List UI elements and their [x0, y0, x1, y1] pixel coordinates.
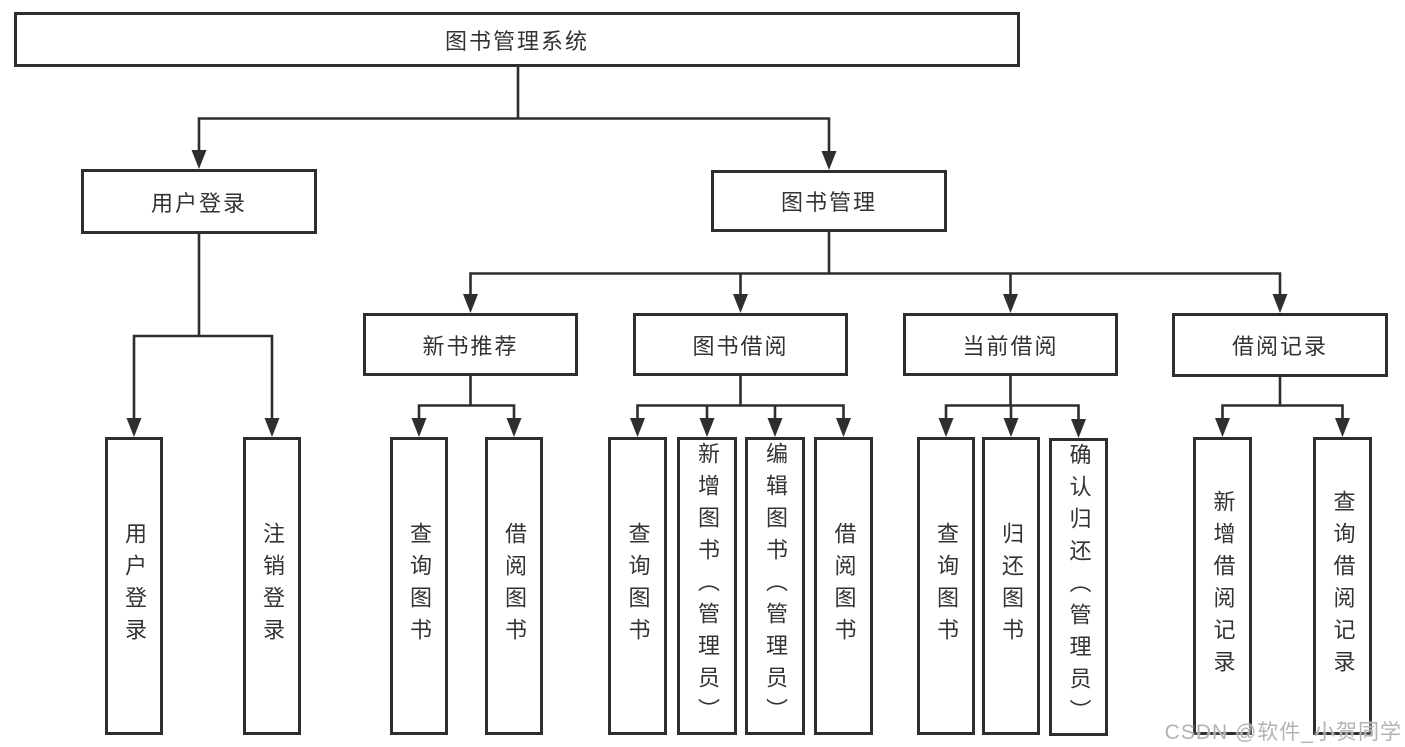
- arrowhead: [1003, 418, 1019, 437]
- node-label: 归还图书: [999, 522, 1024, 650]
- node-library-management-system: 图书管理系统: [14, 12, 1020, 67]
- arrowhead: [1003, 294, 1018, 313]
- node-current-borrowing: 当前借阅: [903, 313, 1118, 376]
- arrowhead: [821, 151, 837, 170]
- node-label: 借阅记录: [1231, 334, 1328, 359]
- arrowhead: [411, 418, 427, 437]
- arrowheads: [126, 150, 1350, 438]
- node-label: 确认归还（管理员）: [1066, 443, 1092, 731]
- node-borrowing-records: 借阅记录: [1172, 313, 1388, 377]
- arrowhead: [938, 418, 954, 437]
- node-book-borrowing: 图书借阅: [633, 313, 848, 376]
- node-label: 查询图书: [625, 522, 651, 650]
- node-user-login: 用户登录: [81, 169, 317, 234]
- node-borrow-books-leaf: 借阅图书: [814, 437, 873, 735]
- node-label: 新增图书（管理员）: [695, 442, 720, 730]
- node-query-books-current: 查询图书: [917, 437, 975, 735]
- node-label: 注销登录: [260, 522, 285, 650]
- node-query-books-recommend: 查询图书: [390, 437, 448, 735]
- node-add-book-admin: 新增图书（管理员）: [677, 437, 737, 735]
- arrowhead: [1272, 294, 1288, 313]
- arrowhead: [1215, 418, 1230, 437]
- node-label: 编辑图书（管理员）: [763, 442, 788, 730]
- node-user-login-leaf: 用户登录: [105, 437, 163, 735]
- node-new-book-recommend: 新书推荐: [363, 313, 578, 376]
- node-logout: 注销登录: [243, 437, 301, 735]
- node-label: 查询图书: [934, 522, 959, 650]
- arrowhead: [699, 418, 715, 437]
- node-label: 当前借阅: [962, 333, 1059, 359]
- arrowhead: [630, 418, 645, 437]
- node-query-books-borrow: 查询图书: [608, 437, 667, 735]
- node-edit-book-admin: 编辑图书（管理员）: [745, 437, 805, 735]
- node-label: 用户登录: [150, 190, 247, 216]
- watermark: CSDN @软件_小贺同学: [1164, 721, 1402, 744]
- node-book-management: 图书管理: [711, 170, 947, 232]
- node-add-borrow-record: 新增借阅记录: [1193, 437, 1252, 735]
- arrowhead: [191, 150, 207, 169]
- arrowhead: [463, 294, 478, 313]
- node-label: 新书推荐: [422, 333, 519, 359]
- node-return-book: 归还图书: [982, 437, 1040, 735]
- node-label: 图书管理: [780, 190, 877, 215]
- node-label: 图书借阅: [692, 333, 789, 359]
- node-label: 借阅图书: [502, 522, 527, 650]
- arrowhead: [1071, 419, 1086, 438]
- node-label: 图书管理系统: [444, 28, 589, 54]
- arrowhead: [126, 418, 142, 437]
- arrowhead: [733, 294, 748, 313]
- node-borrow-books-recommend: 借阅图书: [485, 437, 543, 735]
- node-label: 用户登录: [122, 522, 147, 650]
- node-label: 新增借阅记录: [1210, 490, 1236, 682]
- connector-path: [132, 67, 1344, 421]
- arrowhead: [1335, 418, 1350, 437]
- arrowhead: [506, 418, 522, 437]
- arrowhead: [767, 418, 783, 437]
- node-label: 查询图书: [407, 522, 432, 650]
- arrowhead: [836, 418, 851, 437]
- node-query-borrow-record: 查询借阅记录: [1313, 437, 1372, 735]
- node-confirm-return-admin: 确认归还（管理员）: [1049, 438, 1108, 736]
- arrowhead: [264, 418, 280, 437]
- node-label: 借阅图书: [831, 522, 857, 650]
- node-label: 查询借阅记录: [1330, 490, 1356, 682]
